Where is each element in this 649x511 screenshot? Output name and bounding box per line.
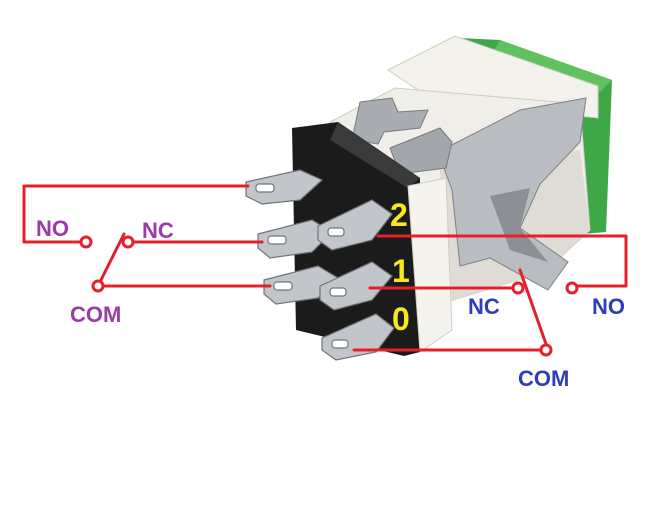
terminal-center-top [317, 199, 393, 251]
left-no-label: NO [36, 216, 69, 241]
right-com-terminal-dot [539, 343, 553, 357]
wire-left-switch-arm [96, 232, 126, 288]
black-base-face [330, 122, 420, 188]
terminals [245, 169, 395, 361]
wire-right-no [376, 234, 628, 288]
left-nc-label: NC [142, 218, 174, 243]
cap-shade [492, 40, 612, 92]
right-nc-label: NC [468, 294, 500, 319]
right-wiring [352, 234, 628, 352]
wire-right-switch-arm [518, 268, 548, 346]
terminal-center-middle [319, 261, 393, 311]
left-com-label: COM [70, 302, 121, 327]
left-wiring [22, 184, 272, 288]
right-com-label: COM [518, 366, 569, 391]
left-no-terminal-dot [79, 235, 93, 249]
right-contact-circles [511, 281, 579, 357]
metal-clip-shadow [490, 188, 548, 262]
left-contact-circles [79, 235, 135, 293]
white-band [407, 177, 453, 353]
wire-left-no [22, 184, 250, 244]
terminal-left-top [245, 169, 324, 205]
switch-body [292, 35, 612, 356]
right-no-terminal-dot [565, 281, 579, 295]
terminal-left-middle [257, 219, 333, 259]
position-number-2: 2 [390, 197, 408, 233]
position-number-1: 1 [392, 253, 410, 289]
right-nc-terminal-dot [511, 281, 525, 295]
position-number-0: 0 [392, 301, 410, 337]
left-com-terminal-dot [91, 279, 105, 293]
left-nc-terminal-dot [121, 235, 135, 249]
right-no-label: NO [592, 294, 625, 319]
